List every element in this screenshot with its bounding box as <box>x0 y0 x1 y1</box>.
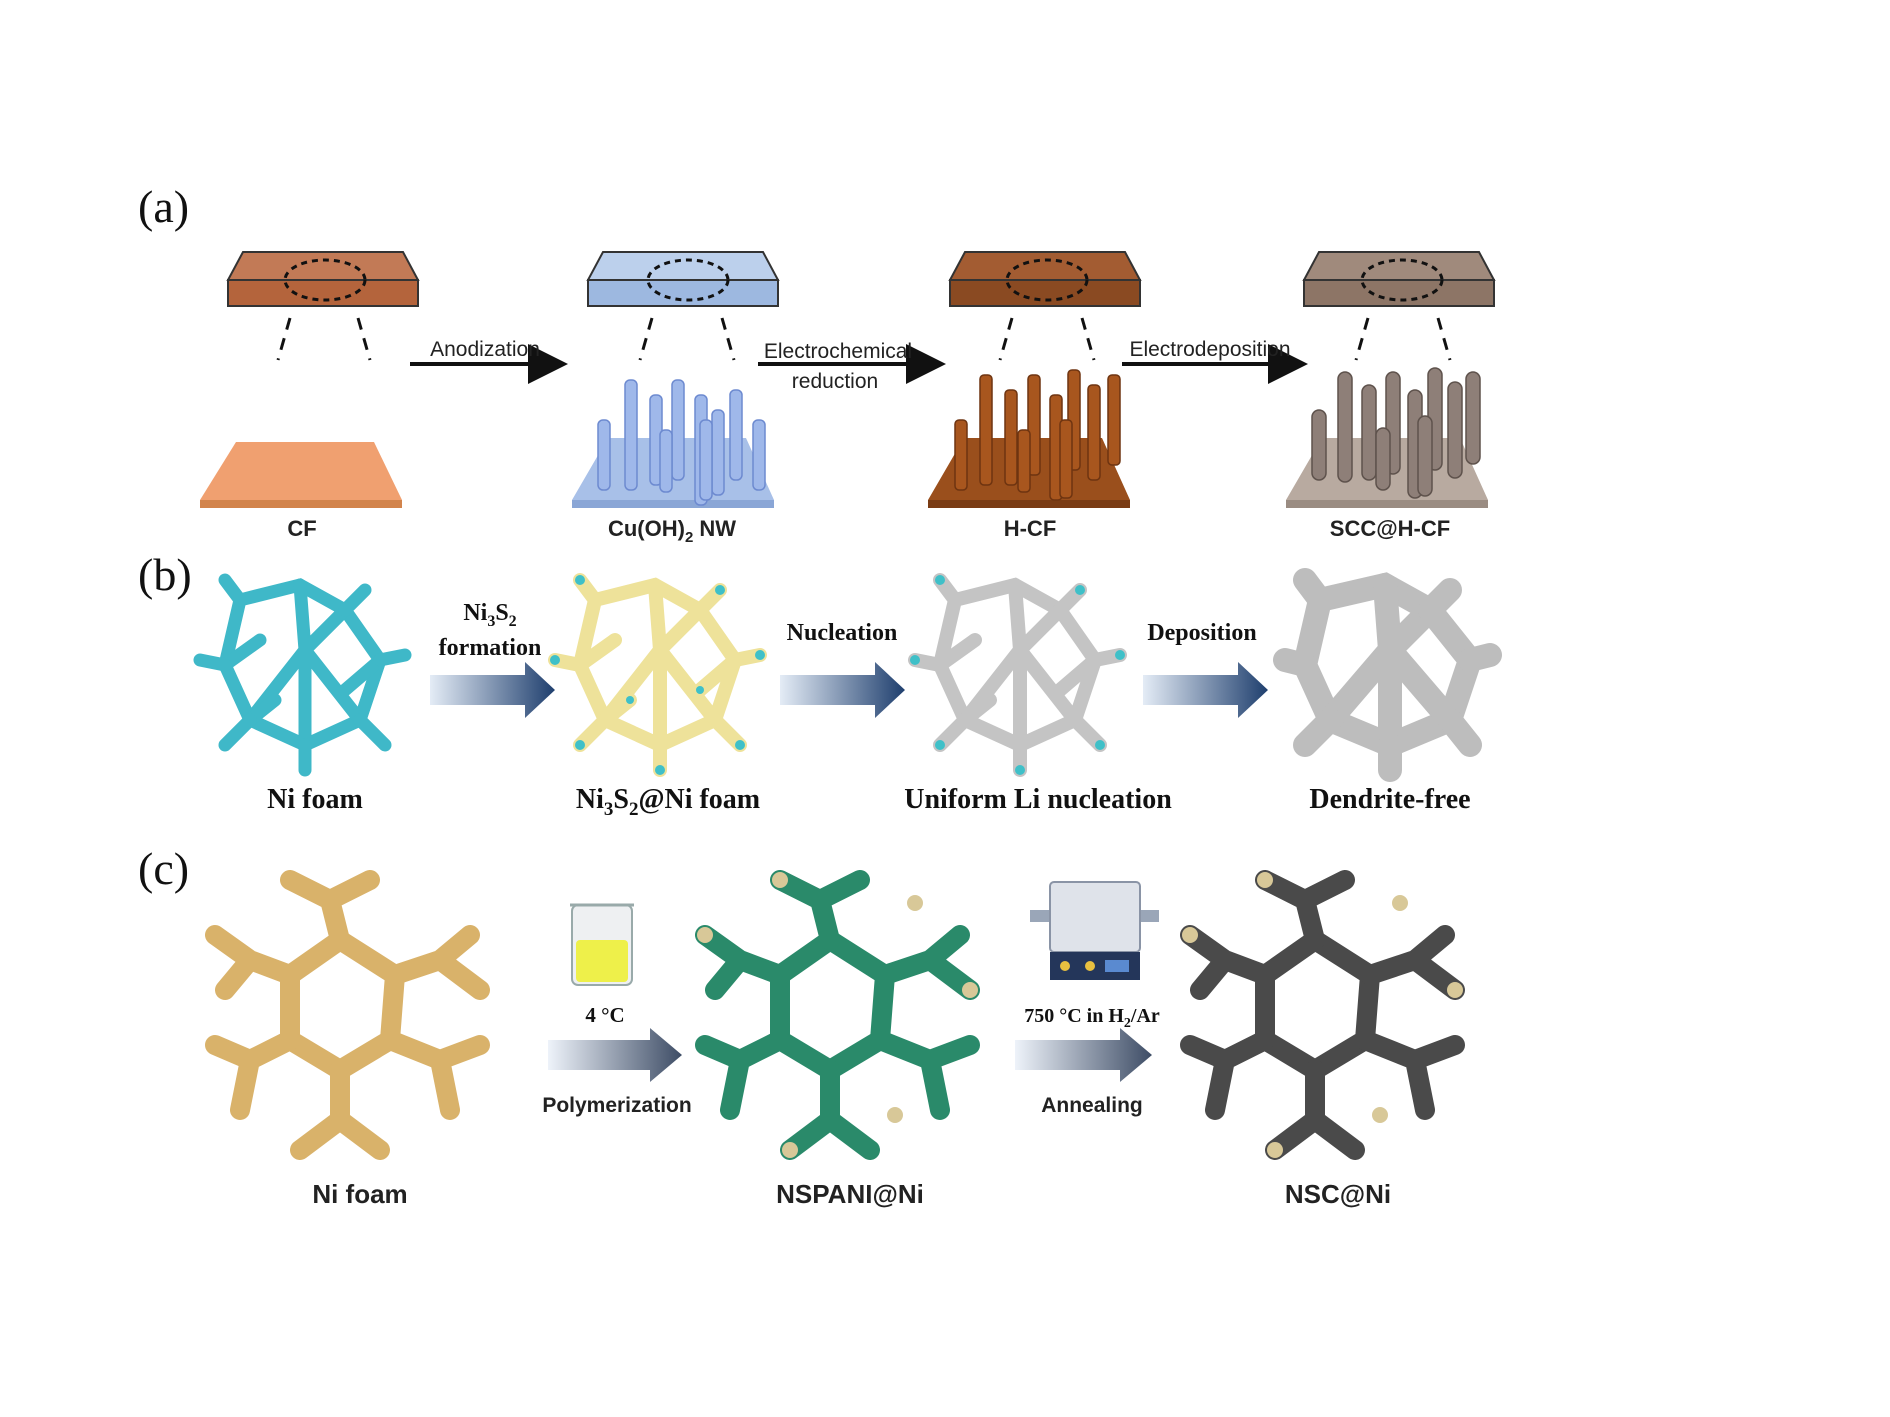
stage-ni3s2-ni-foam: Ni3S2@Ni foam <box>576 784 760 820</box>
ni-foam-tan <box>205 870 490 1160</box>
ni-foam-cyan <box>193 573 412 777</box>
stage-ni-foam-c: Ni foam <box>312 1179 407 1209</box>
nspani-foam <box>695 870 980 1160</box>
nsc-foam <box>1180 870 1465 1160</box>
li-nucleation-foam <box>908 573 1127 777</box>
stage-nsc-ni: NSC@Ni <box>1285 1179 1391 1209</box>
dendrite-free-foam <box>1273 568 1502 782</box>
arrow-deposition <box>1143 662 1268 718</box>
panel-label-c: (c) <box>138 843 189 894</box>
stage-cuoh2-nw: Cu(OH)2 NW <box>608 516 736 546</box>
step-deposition: Deposition <box>1147 620 1256 646</box>
stage-dendrite-free: Dendrite-free <box>1309 784 1470 815</box>
arrow-annealing <box>1015 1028 1152 1082</box>
step-annealing: Annealing <box>1041 1094 1143 1117</box>
step-formation: formation <box>439 635 542 661</box>
hcf-slab <box>928 251 1142 508</box>
stage-uniform-li-nucleation: Uniform Li nucleation <box>904 784 1172 815</box>
panel-label-a: (a) <box>138 181 189 232</box>
stage-scc-hcf: SCC@H-CF <box>1330 516 1450 541</box>
step-polymerization: Polymerization <box>542 1094 691 1117</box>
stage-cf: CF <box>287 516 316 541</box>
beaker-icon <box>570 903 634 986</box>
furnace-icon <box>1030 881 1159 980</box>
step-anodization: Anodization <box>430 338 540 361</box>
arrow-ni3s2-formation <box>430 662 555 718</box>
step-nucleation: Nucleation <box>787 620 898 646</box>
step-electrodeposition: Electrodeposition <box>1129 338 1290 361</box>
step-4c: 4 °C <box>585 1003 624 1027</box>
step-ni3s2: Ni3S2 <box>463 600 516 630</box>
scc-slab <box>1286 251 1496 508</box>
stage-hcf: H-CF <box>1004 516 1057 541</box>
arrow-nucleation <box>780 662 905 718</box>
cuoh2-slab <box>572 251 780 508</box>
cf-slab <box>200 251 420 508</box>
ni3s2-foam <box>548 573 767 777</box>
arrow-polymerization <box>548 1028 682 1082</box>
stage-ni-foam-b: Ni foam <box>267 784 363 815</box>
step-reduction: reduction <box>792 370 878 393</box>
step-electrochemical: Electrochemical <box>764 340 912 363</box>
step-750c: 750 °C in H2/Ar <box>1024 1005 1160 1031</box>
panel-label-b: (b) <box>138 549 192 600</box>
stage-nspani-ni: NSPANI@Ni <box>776 1179 924 1209</box>
